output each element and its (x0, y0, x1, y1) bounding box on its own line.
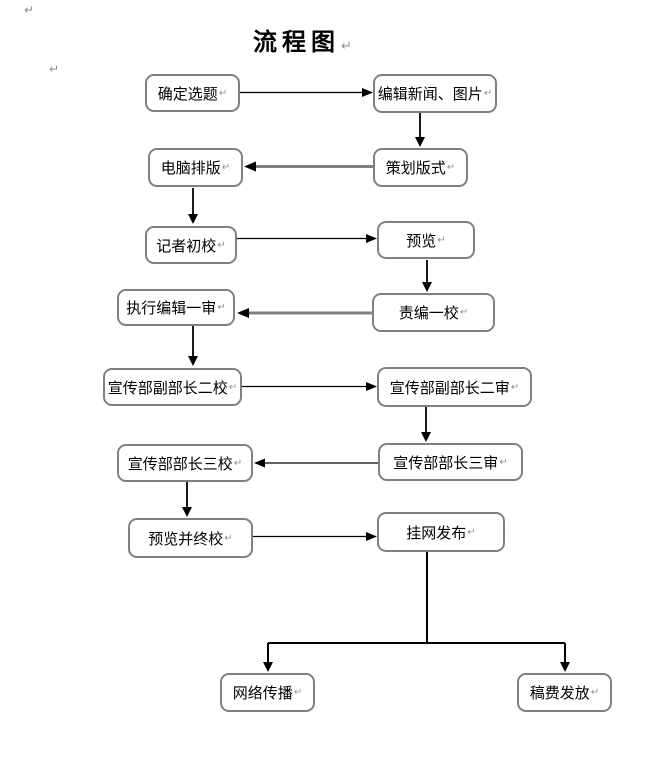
arrow-typeset-to-reporter (188, 188, 198, 224)
node-label: 稿费发放 (529, 686, 590, 702)
flow-node-director-third-proof[interactable]: 宣传部部长三校↵ (117, 444, 253, 482)
node-label: 预览 (406, 233, 437, 250)
node-label: 网络传播 (232, 686, 293, 702)
return-mark: ↵ (224, 532, 233, 544)
node-label: 策划版式 (385, 161, 446, 177)
return-mark: ↵ (217, 302, 226, 313)
node-label: 预览并终校 (148, 531, 224, 548)
flow-node-preview[interactable]: 预览↵ (377, 221, 475, 259)
return-mark: ↵ (221, 162, 231, 173)
page-title-text: 流程图 (253, 30, 340, 56)
node-label: 电脑排版 (160, 161, 221, 177)
flow-node-publish-online[interactable]: 挂网发布↵ (377, 512, 505, 552)
node-label: 执行编辑一审 (126, 301, 217, 317)
arrow-determine-to-edit (240, 88, 373, 97)
return-mark: ↵ (499, 456, 508, 468)
page-title: 流程图↵ (253, 22, 357, 57)
flow-node-deputy-director-second-review[interactable]: 宣传部副部长二审↵ (377, 367, 532, 407)
arrow-executive-to-deputyproof (188, 326, 198, 366)
flow-node-preview-final-proof[interactable]: 预览并终校↵ (128, 518, 253, 558)
arrow-deputyreview-to-directorreview (421, 407, 431, 442)
node-label: 宣传部副部长二校 (107, 380, 228, 397)
arrow-dutyeditor-to-executive (237, 308, 372, 318)
arrow-finalproof-to-publish (253, 532, 377, 541)
flow-node-fee-payment[interactable]: 稿费发放↵ (517, 673, 612, 712)
flow-node-determine-topic[interactable]: 确定选题↵ (145, 74, 240, 112)
arrow-deputyproof-to-deputyreview (242, 382, 377, 391)
return-mark: ↵ (467, 526, 476, 538)
arrow-directorreview-to-directorproof (254, 458, 378, 468)
node-label: 确定选题 (157, 86, 218, 103)
return-mark: ↵ (510, 381, 520, 393)
return-mark: ↵ (218, 87, 228, 99)
return-mark: ↵ (437, 234, 446, 246)
return-mark: ↵ (483, 88, 493, 99)
flow-node-deputy-director-second-proof[interactable]: 宣传部副部长二校↵ (103, 368, 242, 406)
flow-node-edit-news-images[interactable]: 编辑新闻、图片↵ (373, 74, 497, 113)
arrow-reporter-to-preview (237, 234, 377, 243)
node-label: 宣传部部长三审 (393, 455, 499, 472)
flow-node-executive-editor-first-review[interactable]: 执行编辑一审↵ (117, 289, 235, 326)
flow-node-director-third-review[interactable]: 宣传部部长三审↵ (378, 443, 523, 481)
return-mark: ↵ (24, 3, 35, 17)
flow-node-plan-layout[interactable]: 策划版式↵ (373, 148, 468, 187)
node-label: 记者初校 (156, 238, 217, 255)
return-mark: ↵ (590, 687, 600, 698)
flow-node-duty-editor-first-proof[interactable]: 责编一校↵ (372, 293, 495, 332)
return-mark: ↵ (341, 39, 357, 54)
node-label: 挂网发布 (406, 525, 467, 542)
return-mark: ↵ (293, 687, 303, 698)
node-label: 宣传部部长三校 (127, 456, 233, 473)
return-mark: ↵ (49, 62, 60, 76)
arrow-directorproof-to-finalproof (182, 482, 192, 517)
flow-node-network-distribution[interactable]: 网络传播↵ (220, 673, 315, 712)
return-mark: ↵ (446, 162, 456, 173)
arrow-edit-to-plan (415, 113, 425, 147)
flow-node-reporter-first-proof[interactable]: 记者初校↵ (145, 226, 237, 264)
node-label: 责编一校 (398, 306, 459, 322)
branch-publish-connector (263, 552, 570, 672)
return-mark: ↵ (228, 381, 238, 393)
node-label: 编辑新闻、图片 (377, 87, 483, 103)
arrow-preview-to-dutyeditor (422, 260, 432, 292)
return-mark: ↵ (233, 457, 243, 469)
return-mark: ↵ (459, 307, 469, 318)
flow-node-computer-typesetting[interactable]: 电脑排版↵ (148, 148, 243, 187)
node-label: 宣传部副部长二审 (389, 380, 510, 397)
arrow-plan-to-typeset (244, 161, 373, 172)
return-mark: ↵ (217, 239, 226, 251)
